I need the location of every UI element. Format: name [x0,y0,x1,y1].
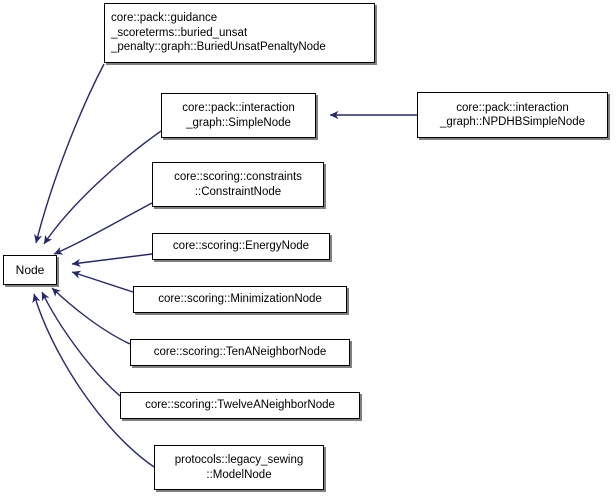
class-box-npdhb-simple-node-line-2: _graph::NPDHBSimpleNode [439,116,586,128]
class-box-npdhb-simple-node[interactable]: core::pack::interaction_graph::NPDHBSimp… [417,92,608,138]
class-box-twelve-a-neighbor-node-line-1: core::scoring::TwelveANeighborNode [145,399,335,412]
edge-twelve-a-to-node [41,291,121,397]
class-box-node-line-1: Node [15,262,45,277]
class-box-buried-unsat-penalty-node-line-1: core::pack::guidance [111,12,218,25]
class-box-simple-node[interactable]: core::pack::interaction_graph::SimpleNod… [161,93,316,138]
class-box-ten-a-neighbor-node[interactable]: core::scoring::TenANeighborNode [130,339,350,366]
edge-model-to-node [32,293,155,468]
class-box-buried-unsat-penalty-node-line-3: _penalty::graph::BuriedUnsatPenaltyNode [111,41,326,54]
class-box-buried-unsat-penalty-node-line-2: _scoreterms::buried_unsat [111,26,248,39]
edge-energy-to-node [71,253,153,268]
class-box-constraint-node[interactable]: core::scoring::constraints::ConstraintNo… [152,162,324,207]
class-box-model-node[interactable]: protocols::legacy_sewing::ModelNode [154,445,324,490]
class-box-minimization-node[interactable]: core::scoring::MinimizationNode [133,286,347,313]
class-box-energy-node-line-1: core::scoring::EnergyNode [172,240,310,253]
class-box-node[interactable]: Node [3,255,57,285]
class-box-simple-node-line-2: _graph::SimpleNode [186,116,291,129]
edge-simple-to-node [43,130,162,245]
class-box-twelve-a-neighbor-node[interactable]: core::scoring::TwelveANeighborNode [120,392,360,419]
class-box-energy-node[interactable]: core::scoring::EnergyNode [152,233,330,260]
class-box-constraint-node-line-1: core::scoring::constraints [174,171,302,183]
class-box-minimization-node-line-1: core::scoring::MinimizationNode [158,293,322,306]
class-box-simple-node-line-1: core::pack::interaction [182,102,295,114]
class-box-buried-unsat-penalty-node[interactable]: core::pack::guidance_scoreterms::buried_… [104,3,375,63]
class-box-npdhb-simple-node-line-1: core::pack::interaction [456,101,569,114]
class-box-constraint-node-line-2: ::ConstraintNode [194,185,282,198]
class-box-model-node-line-2: ::ModelNode [206,468,272,481]
edge-constraint-to-node [53,202,153,255]
edge-ten-a-to-node [51,287,131,345]
class-box-ten-a-neighbor-node-line-1: core::scoring::TenANeighborNode [153,346,327,359]
edge-minimization-to-node [71,270,134,293]
edge-buried-unsat-to-node [34,63,105,244]
class-box-model-node-line-1: protocols::legacy_sewing [174,454,304,466]
